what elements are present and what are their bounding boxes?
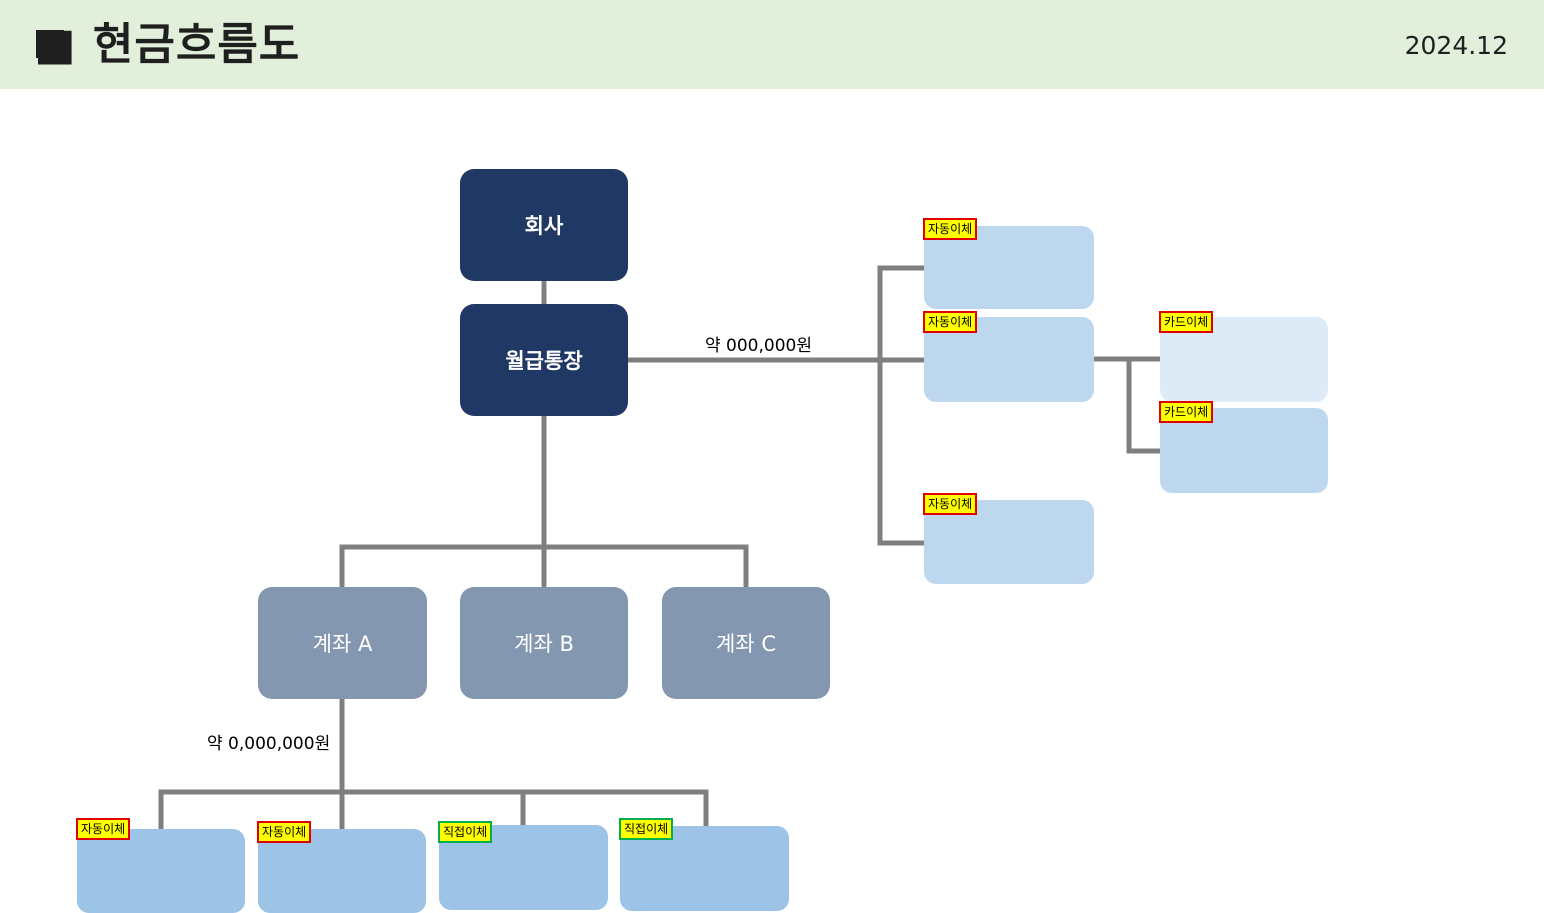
page-title: ■ 현금흐름도 bbox=[34, 19, 301, 70]
auto-transfer-tag: 자동이체 bbox=[923, 218, 978, 240]
card-transfer-tag: 카드이체 bbox=[1159, 311, 1214, 333]
account-b-label: 계좌 B bbox=[514, 632, 574, 656]
payment-box-1 bbox=[77, 829, 245, 913]
account-b-node: 계좌 B bbox=[460, 587, 628, 699]
company-label: 회사 bbox=[524, 214, 564, 238]
company-node: 회사 bbox=[460, 169, 628, 281]
account-a-node: 계좌 A bbox=[258, 587, 427, 699]
connector-payments-bus bbox=[158, 789, 709, 830]
account-c-label: 계좌 C bbox=[716, 632, 776, 656]
auto-transfer-tag: 자동이체 bbox=[923, 493, 978, 515]
connector-accounts-bus bbox=[339, 544, 749, 589]
payment-box-4 bbox=[620, 826, 789, 911]
page-date: 2024.12 bbox=[1404, 31, 1508, 60]
connector-auto-bus bbox=[877, 265, 926, 546]
auto-transfer-tag: 자동이체 bbox=[923, 311, 978, 333]
title-square-icon bbox=[36, 30, 64, 58]
direct-transfer-tag: 직접이체 bbox=[438, 821, 493, 843]
header-bar: ■ 현금흐름도 2024.12 bbox=[0, 0, 1544, 89]
connector-cards-bus bbox=[1126, 356, 1160, 454]
account-a-label: 계좌 A bbox=[312, 632, 373, 656]
salary-account-node: 월급통장 bbox=[460, 304, 628, 416]
account-a-out-amount: 약 0,000,000원 bbox=[204, 733, 334, 755]
card-transfer-tag: 카드이체 bbox=[1159, 401, 1214, 423]
auto-transfer-tag: 자동이체 bbox=[257, 821, 312, 843]
salary-account-label: 월급통장 bbox=[505, 349, 583, 373]
auto-transfer-tag: 자동이체 bbox=[76, 818, 131, 840]
direct-transfer-tag: 직접이체 bbox=[619, 818, 674, 840]
salary-out-amount: 약 000,000원 bbox=[702, 335, 815, 357]
payment-box-2 bbox=[258, 829, 426, 913]
account-c-node: 계좌 C bbox=[662, 587, 830, 699]
